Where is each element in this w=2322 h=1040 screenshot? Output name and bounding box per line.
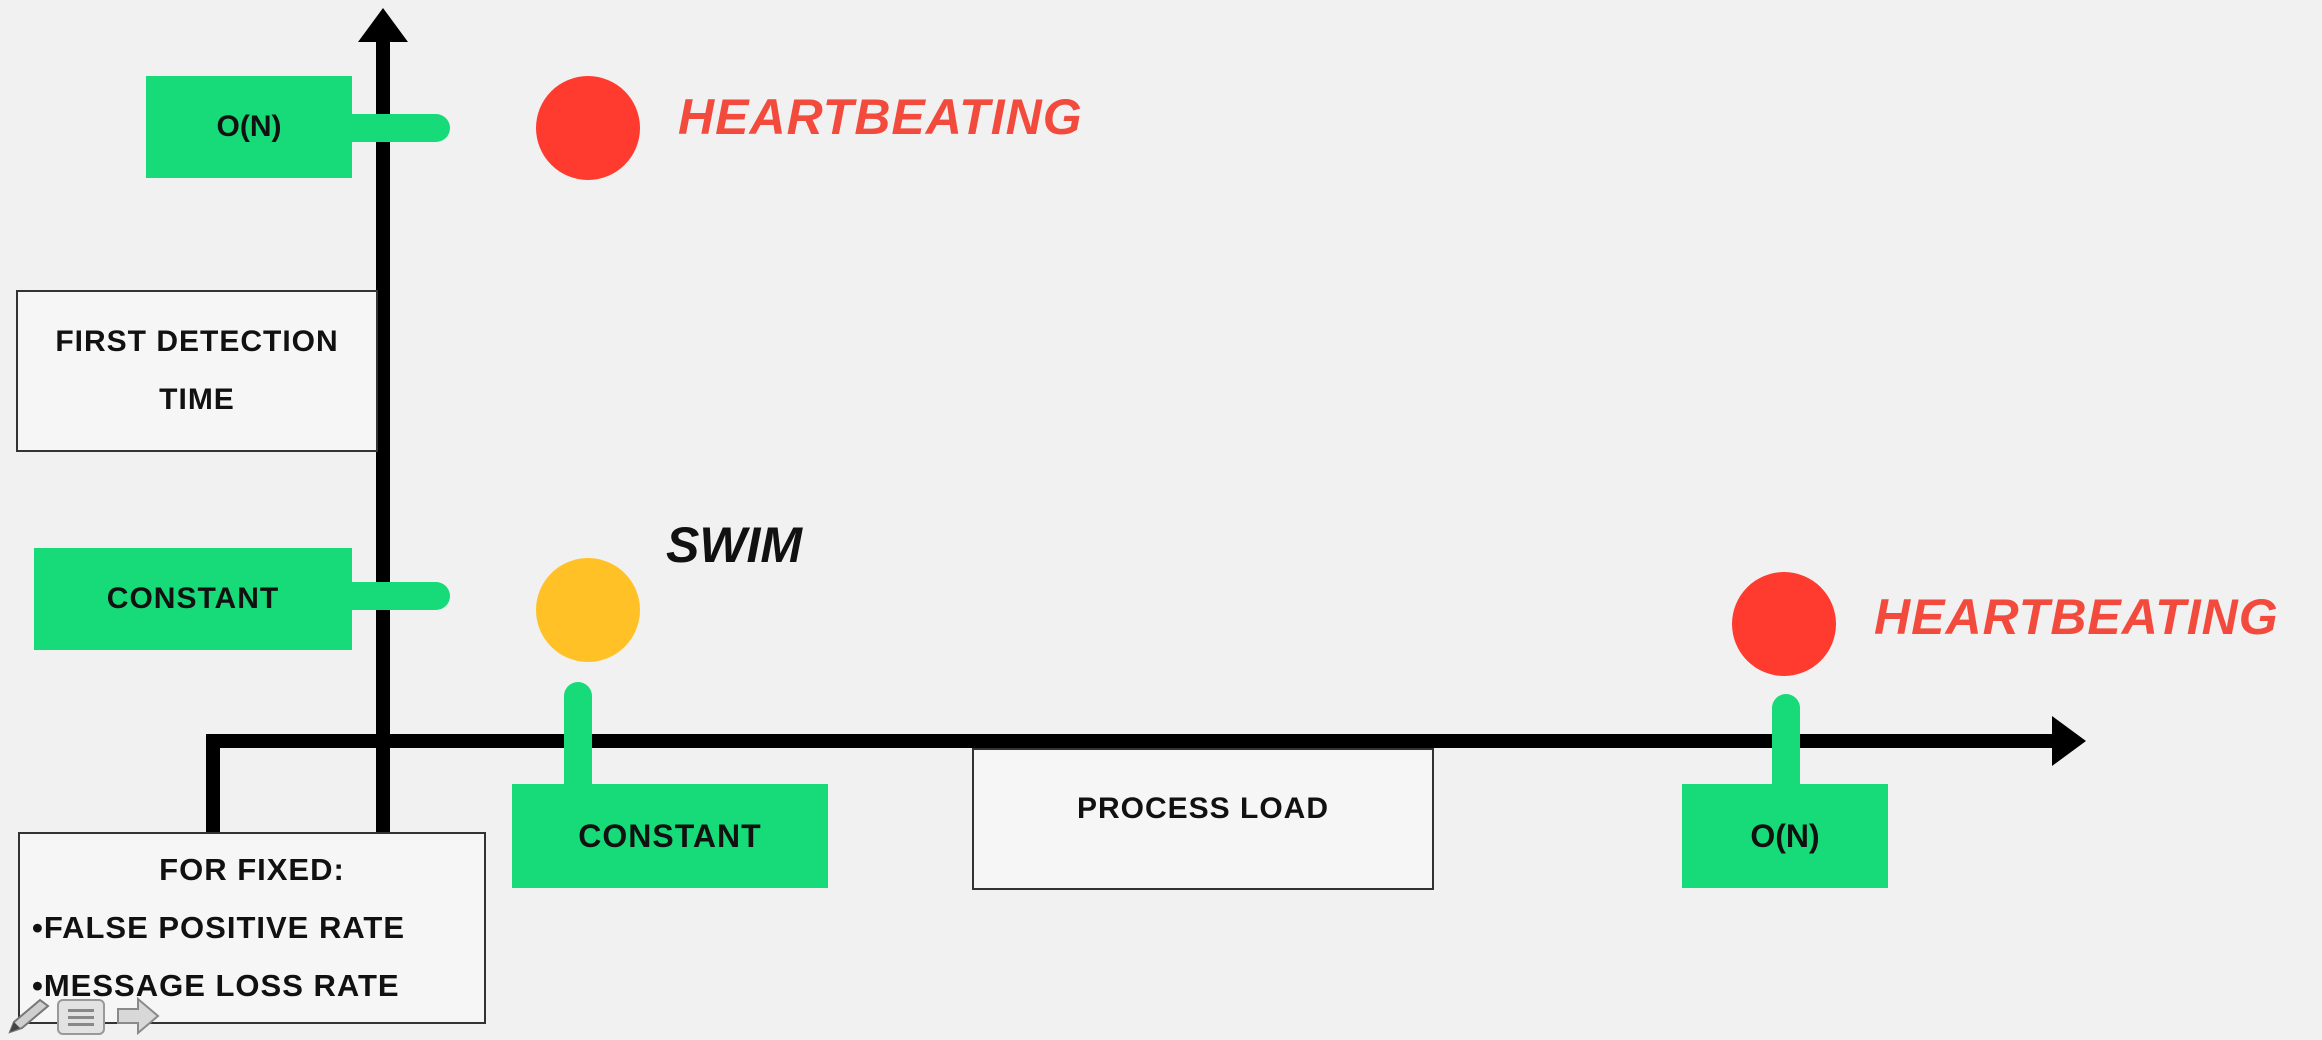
- y-axis-arrow-icon: [358, 8, 408, 42]
- y-tick-on-connector: [352, 114, 450, 142]
- note-heading: FOR FIXED:: [159, 852, 345, 887]
- fixed-conditions-note: FOR FIXED: •FALSE POSITIVE RATE •MESSAGE…: [18, 832, 486, 1024]
- y-tick-constant-connector: [352, 582, 450, 610]
- x-axis-arrow-icon: [2052, 716, 2086, 766]
- x-axis-left-stub: [206, 734, 220, 836]
- y-tick-on-box: O(N): [146, 76, 352, 178]
- pen-icon[interactable]: [4, 996, 52, 1036]
- heartbeating-right-label: HEARTBEATING: [1874, 589, 2279, 645]
- note-item-false-positive: •FALSE POSITIVE RATE: [32, 910, 406, 945]
- swim-dot: [536, 558, 640, 662]
- heartbeating-right-dot: [1732, 572, 1836, 676]
- x-axis-line: [206, 734, 2064, 748]
- heartbeating-top-label: HEARTBEATING: [678, 89, 1083, 145]
- x-tick-on-box: O(N): [1682, 784, 1888, 888]
- x-axis-title-box: PROCESS LOAD: [972, 748, 1434, 890]
- menu-icon[interactable]: [56, 998, 106, 1036]
- heartbeating-top-dot: [536, 76, 640, 180]
- y-tick-constant-box: CONSTANT: [34, 548, 352, 650]
- y-axis-title-line1: FIRST DETECTION: [55, 325, 339, 358]
- note-item-message-loss: •MESSAGE LOSS RATE: [32, 968, 400, 1003]
- next-arrow-icon[interactable]: [114, 996, 162, 1036]
- y-axis-title-box: FIRST DETECTION TIME: [16, 290, 378, 452]
- x-tick-constant-connector: [564, 682, 592, 786]
- y-axis-line: [376, 30, 390, 836]
- y-axis-title-line2: TIME: [159, 383, 235, 416]
- x-tick-on-connector: [1772, 694, 1800, 786]
- swim-label: SWIM: [666, 517, 803, 573]
- x-tick-constant-box: CONSTANT: [512, 784, 828, 888]
